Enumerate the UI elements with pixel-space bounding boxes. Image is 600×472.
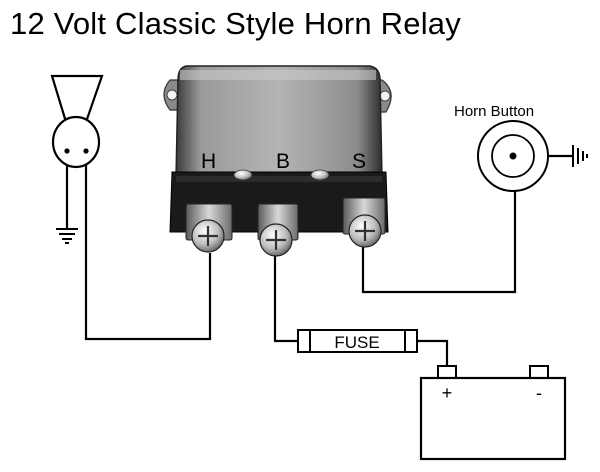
wires bbox=[65, 154, 572, 366]
horn-relay: H B S bbox=[163, 65, 392, 257]
wire-b-to-fuse bbox=[273, 254, 298, 343]
horn-button-center bbox=[509, 152, 517, 160]
wire-fuse-to-battery bbox=[417, 339, 449, 366]
horn bbox=[50, 74, 104, 169]
ground-icon bbox=[56, 228, 78, 244]
horn-bell bbox=[50, 74, 104, 124]
battery-case bbox=[419, 376, 567, 461]
wire-horn-to-h bbox=[84, 162, 212, 341]
battery: + - bbox=[419, 365, 567, 461]
fuse: FUSE bbox=[297, 329, 418, 353]
relay-top-screw-1 bbox=[233, 169, 253, 181]
fuse-label: FUSE bbox=[334, 333, 379, 352]
ground-icon bbox=[572, 145, 588, 167]
terminal-b-label: B bbox=[276, 150, 290, 173]
horn-button: Horn Button bbox=[454, 103, 549, 192]
terminal-s-label: S bbox=[352, 150, 366, 173]
diagram-title: 12 Volt Classic Style Horn Relay bbox=[10, 6, 461, 41]
terminal-s-screw bbox=[348, 214, 382, 248]
wire-s-to-button bbox=[361, 187, 517, 294]
horn-button-label: Horn Button bbox=[454, 103, 534, 120]
battery-positive-label: + bbox=[442, 383, 453, 403]
horn-terminal-1 bbox=[64, 148, 70, 154]
horn-terminal-2 bbox=[83, 148, 89, 154]
battery-negative-label: - bbox=[536, 383, 542, 403]
relay-top-screw-2 bbox=[310, 169, 330, 181]
fuse-body bbox=[297, 329, 418, 353]
terminal-h-label: H bbox=[201, 150, 216, 173]
terminal-h-screw bbox=[191, 219, 225, 253]
horn-driver bbox=[51, 115, 101, 169]
terminal-b-screw bbox=[259, 223, 293, 257]
